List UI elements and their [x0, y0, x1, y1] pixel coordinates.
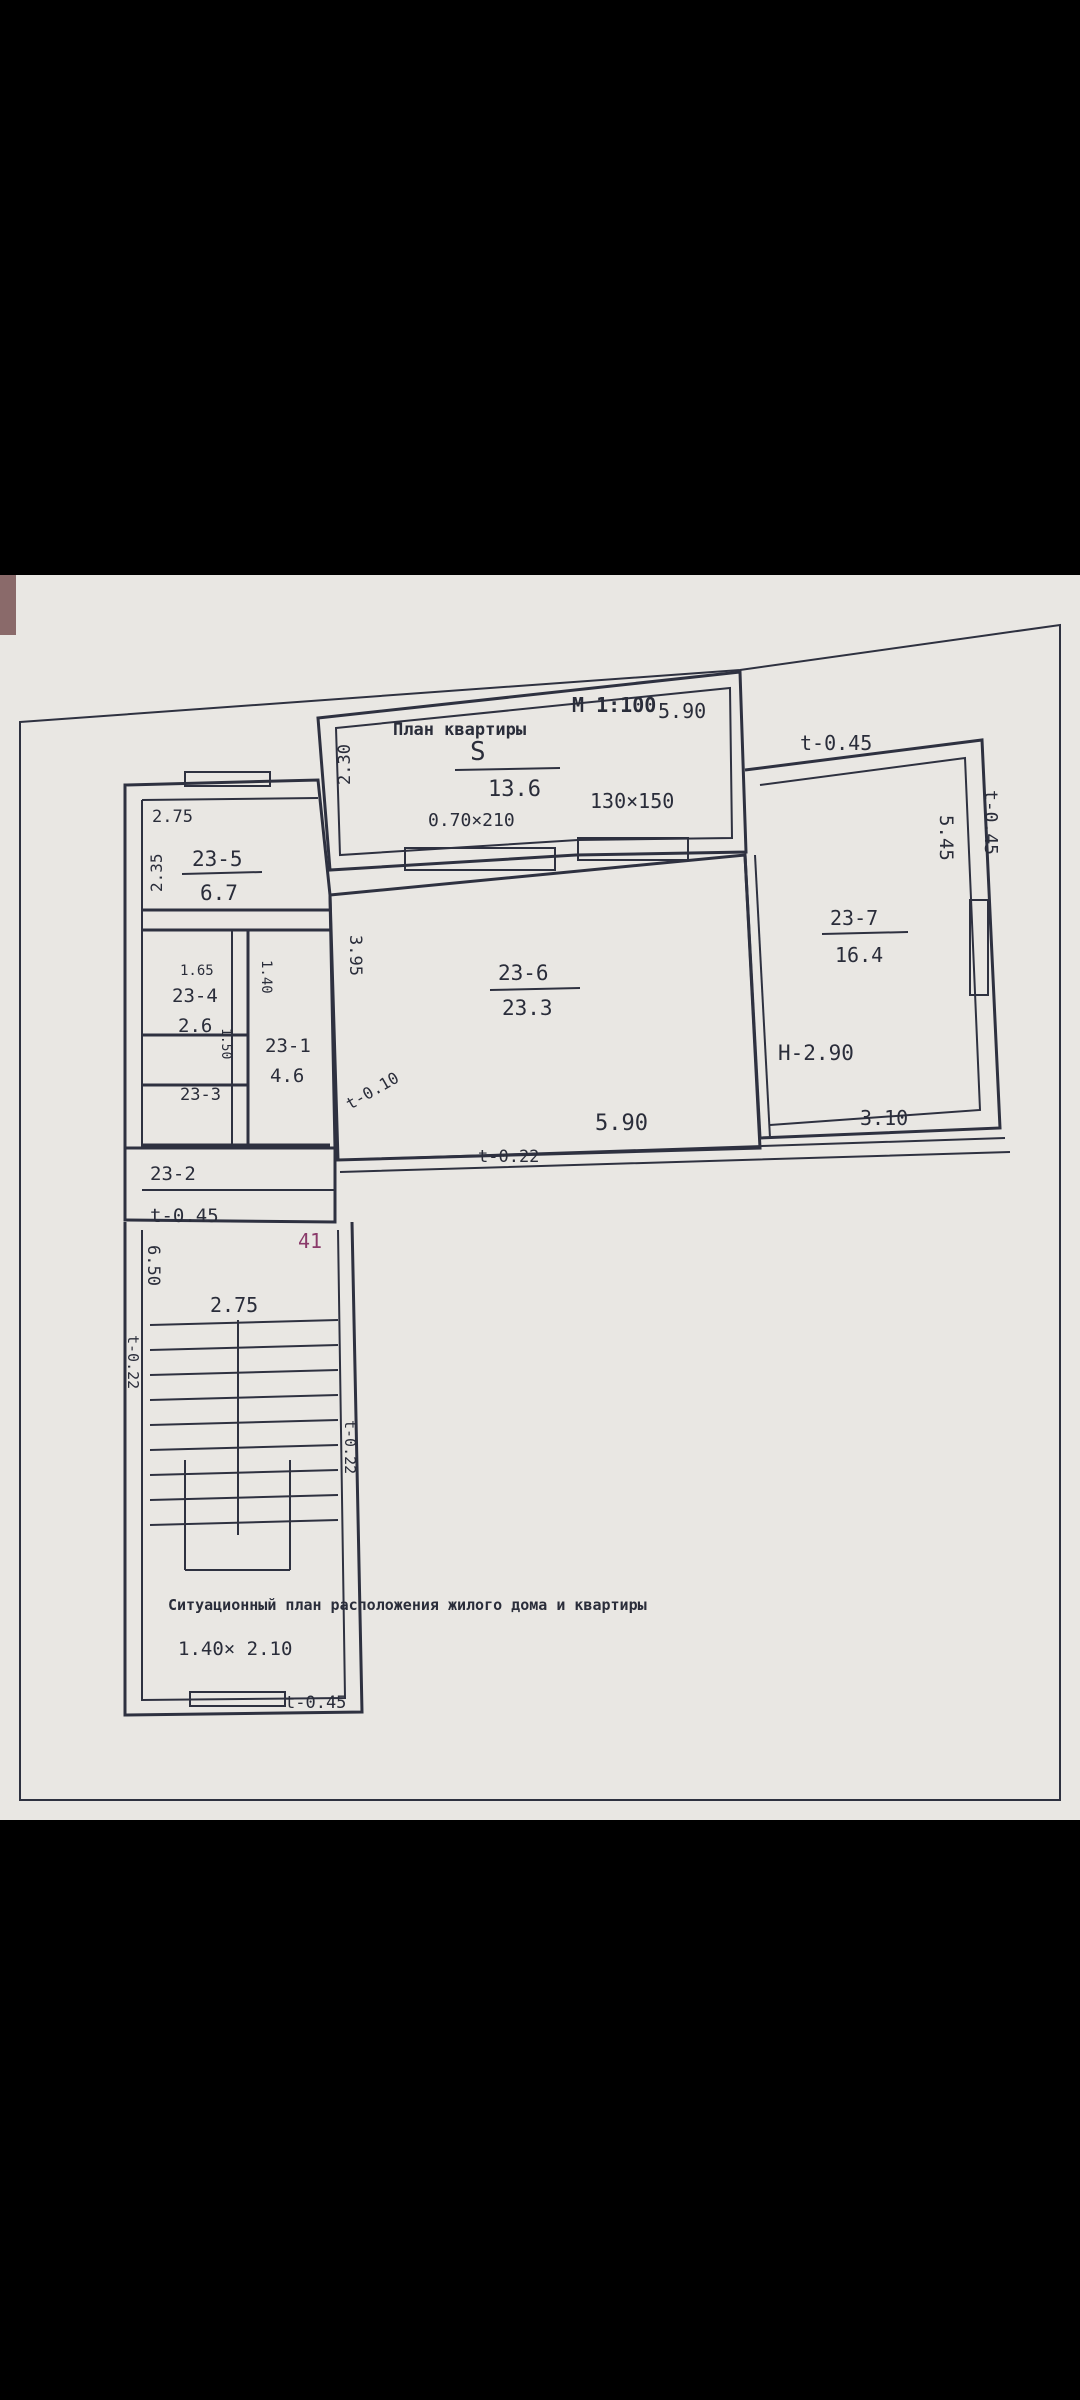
dim-living-height: 3.95 [345, 935, 365, 976]
dim-living-width: 5.90 [595, 1111, 648, 1136]
dim-left-height: 2.35 [147, 853, 166, 892]
room-232-id: 23-2 [150, 1163, 196, 1185]
dim-window-main: 130×150 [590, 789, 674, 813]
room-237-id: 23-7 [830, 906, 878, 930]
plan-caption: Ситуационный план расположения жилого до… [168, 1596, 647, 1614]
dim-stair-length: 6.50 [143, 1245, 163, 1286]
wall-left-inner: t-0.45 [150, 1205, 219, 1227]
wall-top-right: t-0.45 [800, 731, 872, 755]
wall-stair-right: t-0.22 [341, 1420, 359, 1474]
dim-bath-side: 1.50 [218, 1028, 233, 1059]
room-233-id: 23-3 [180, 1085, 221, 1105]
room-s-id: S [470, 737, 486, 767]
photo-edge [0, 575, 16, 635]
dim-bedroom-width: 3.10 [860, 1106, 908, 1130]
room-235-area: 6.7 [200, 881, 238, 905]
plan-scale: M 1:100 [572, 693, 656, 717]
plan-title: План квартиры [393, 720, 526, 740]
room-234-id: 23-4 [172, 985, 218, 1007]
stair-steps [149, 1319, 339, 1571]
balcony-outline [316, 670, 748, 872]
room-s-area: 13.6 [488, 777, 541, 802]
sheet-border [19, 623, 1061, 1801]
wall-bottom: t-0.22 [478, 1147, 539, 1167]
dim-top-width: 5.90 [658, 699, 706, 723]
room-231-id: 23-1 [265, 1035, 311, 1057]
room-237-area: 16.4 [835, 943, 883, 967]
bedroom-outline [744, 738, 1002, 1140]
room-236-id: 23-6 [498, 961, 549, 985]
living-room-outline [328, 853, 762, 1162]
left-block-outline [123, 778, 337, 1150]
dim-balcony-depth: 2.30 [335, 744, 355, 785]
dim-bath-height: 1.40 [258, 960, 274, 994]
room-235-id: 23-5 [192, 847, 243, 871]
dim-entry-door: 1.40× 2.10 [178, 1638, 292, 1660]
stair-outline [123, 1221, 364, 1717]
wall-right: t-0.45 [980, 790, 1001, 855]
wall-entry: t-0.45 [285, 1693, 346, 1713]
ceiling-height: H-2.90 [778, 1041, 854, 1065]
room-236-area: 23.3 [502, 996, 553, 1020]
dim-bedroom-height: 5.45 [935, 815, 957, 861]
dim-stair-width: 2.75 [210, 1293, 258, 1317]
dim-bath-width: 1.65 [180, 963, 214, 979]
room-231-area: 4.6 [270, 1065, 304, 1087]
wall-living-inner: t-0.10 [343, 1068, 403, 1113]
marker-41: 41 [298, 1229, 322, 1253]
dim-left-width: 2.75 [152, 807, 193, 827]
room-234-area: 2.6 [178, 1015, 212, 1037]
wall-stair-left: t-0.22 [124, 1335, 142, 1389]
windows [184, 771, 989, 1707]
dim-door-main: 0.70×210 [428, 810, 515, 831]
